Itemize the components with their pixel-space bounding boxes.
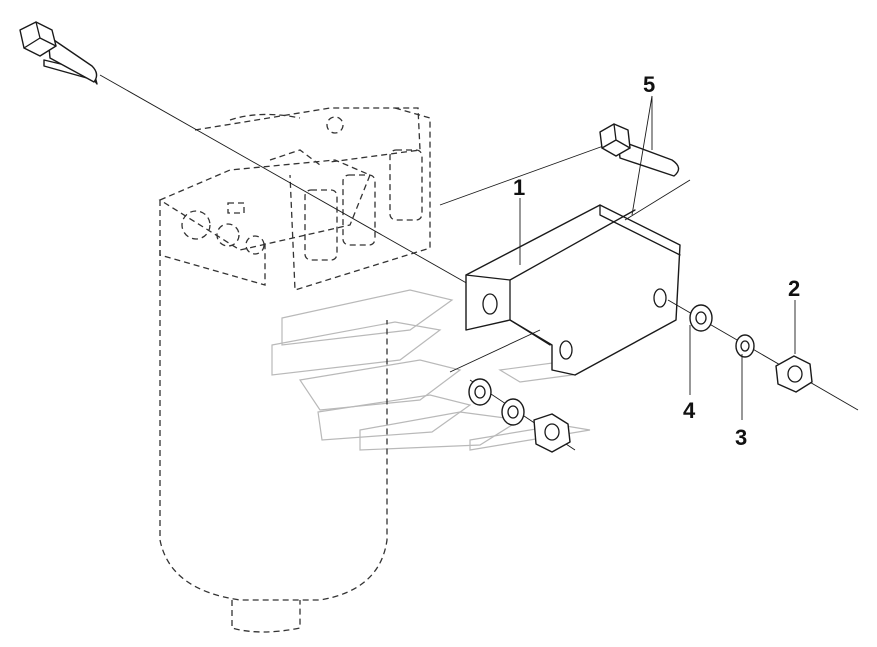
- callout-5: 5: [643, 72, 655, 97]
- filter-housing-phantom: [158, 107, 431, 633]
- callout-2: 2: [788, 276, 800, 301]
- leader-5: [631, 95, 653, 216]
- long-bolt: [19, 21, 471, 286]
- bracket: [465, 204, 681, 376]
- callout-3: 3: [735, 425, 747, 450]
- callout-1: 1: [513, 175, 525, 200]
- callout-leaders: [519, 95, 796, 420]
- right-washers-and-nut: [667, 299, 859, 411]
- lower-washers-and-nut: [468, 378, 576, 453]
- callout-4: 4: [683, 398, 696, 423]
- short-bolt: [439, 123, 691, 373]
